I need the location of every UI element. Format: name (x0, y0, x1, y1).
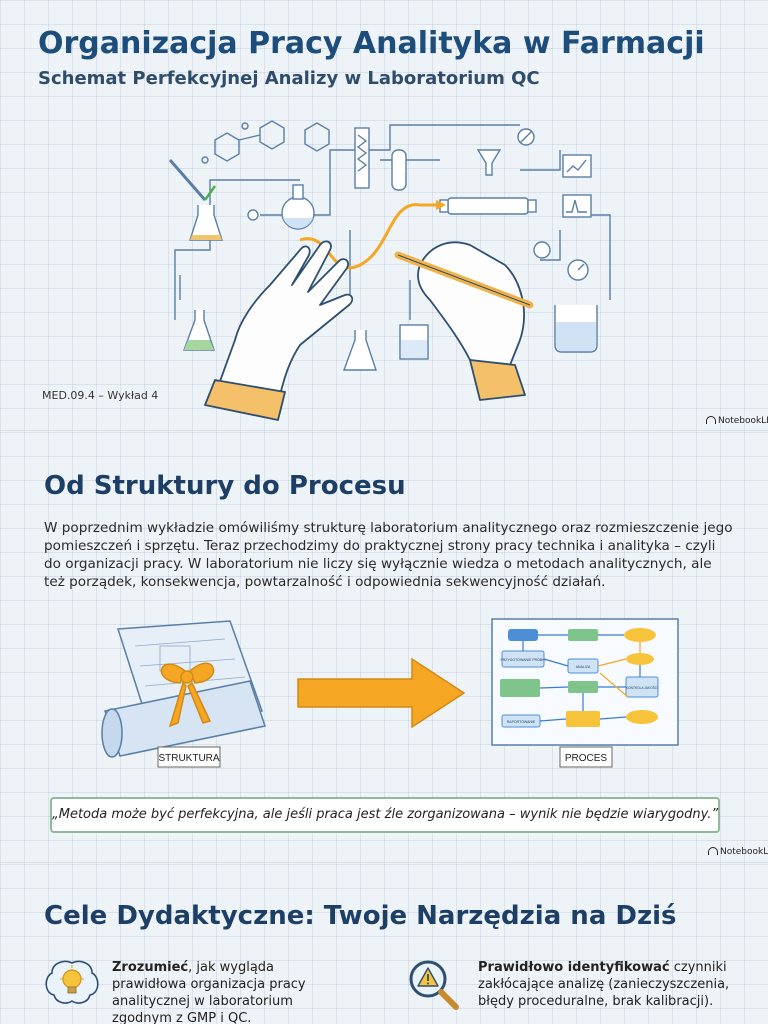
process-label: PROCES (565, 753, 608, 764)
hplc-column-icon (447, 197, 529, 215)
goal-text: czynniki zakłócające analizę (zanieczysz… (478, 960, 730, 1009)
flow-step-3: KONTROLA JAKOŚCI (626, 685, 658, 690)
notebooklm-logo-icon (706, 416, 716, 424)
course-code: MED.09.4 – Wykład 4 (42, 389, 159, 402)
brand-footer: NotebookLM (708, 847, 768, 857)
goal-lead: Zrozumieć (112, 960, 189, 975)
goal-item-identify: Prawidłowo identyfikować czynniki zakłóc… (478, 959, 748, 1010)
right-arrow-icon (297, 657, 466, 729)
slide-title: Organizacja Pracy Analityka w Farmacji (38, 26, 705, 61)
pipette-icon (168, 159, 207, 201)
test-tube-icon (391, 149, 407, 191)
condenser-icon (354, 127, 370, 189)
chart-monitor-icon (562, 154, 592, 178)
goal-text: , jak wygląda prawidłowa organizacja pra… (112, 960, 306, 1024)
flask-icon (189, 205, 223, 241)
lab-workflow-illustration (168, 120, 611, 421)
quote-callout: „Metoda może być perfekcyjna, ale jeśli … (50, 797, 720, 833)
structure-label: STRUKTURA (158, 753, 219, 764)
funnel-icon (476, 149, 502, 176)
flow-step-2: ANALIZA (576, 665, 591, 669)
brain-lightbulb-icon (45, 960, 99, 1004)
teaching-goals-slide: Cele Dydaktyczne: Twoje Narzędzia na Dzi… (0, 862, 768, 1024)
brand-label: NotebookLM (720, 847, 768, 857)
brand-footer: NotebookLM (706, 416, 768, 426)
flow-step-4: RAPORTOWANIE (507, 720, 536, 724)
title-slide: Organizacja Pracy Analityka w Farmacji S… (0, 0, 768, 430)
structure-process-diagram: STRUKTURA PRZYGOTOWANIE PRÓBKI ANALIZA K… (101, 618, 679, 768)
left-hand-illustration (204, 240, 354, 421)
brand-label: NotebookLM (718, 416, 768, 426)
magnifier-warning-icon (409, 960, 459, 1010)
ribbon-bow-icon (160, 662, 215, 728)
slide-subtitle: Schemat Perfekcyjnej Analizy w Laborator… (38, 68, 540, 89)
flow-step-1: PRZYGOTOWANIE PRÓBKI (500, 657, 545, 662)
slide-title: Cele Dydaktyczne: Twoje Narzędzia na Dzi… (44, 901, 677, 931)
structure-to-process-slide: Od Struktury do Procesu W poprzednim wyk… (0, 430, 768, 862)
intro-paragraph: W poprzednim wykładzie omówiliśmy strukt… (44, 520, 733, 590)
goal-item-understand: Zrozumieć, jak wygląda prawidłowa organi… (112, 959, 352, 1024)
molecule-icon (201, 120, 330, 164)
right-hand-illustration (394, 241, 534, 401)
process-flowchart-icon: PRZYGOTOWANIE PRÓBKI ANALIZA KONTROLA JA… (491, 618, 679, 746)
goal-lead: Prawidłowo identyfikować (478, 960, 670, 975)
slide-title: Od Struktury do Procesu (44, 471, 406, 501)
notebooklm-logo-icon (708, 847, 718, 855)
